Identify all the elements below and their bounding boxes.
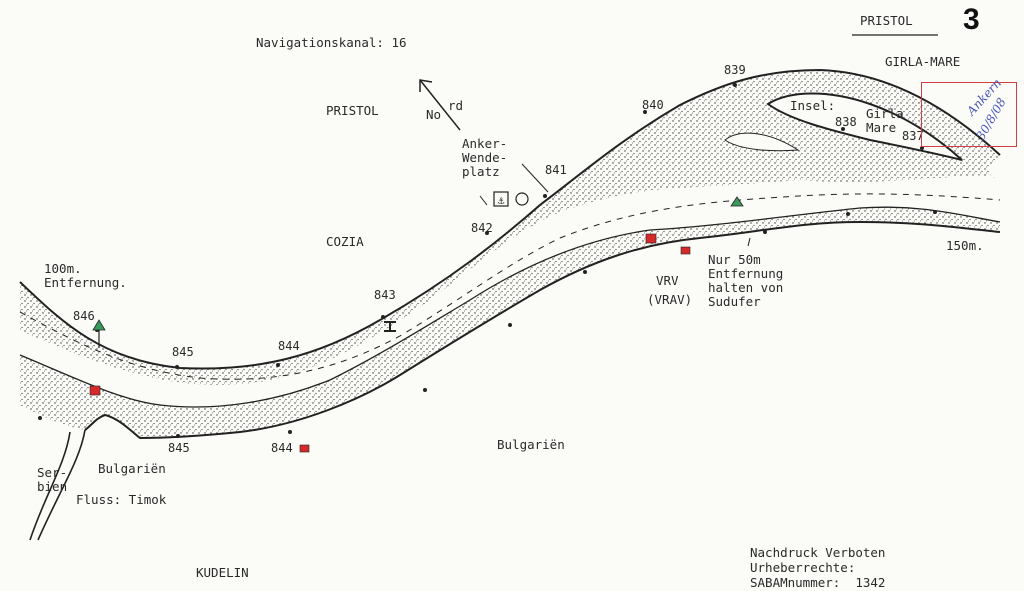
place-serbien: Ser- bien xyxy=(37,465,68,494)
keep-distance-note: Nur 50m Entfernung halten von Sudufer xyxy=(708,252,784,309)
north-channel-edge xyxy=(19,206,1001,408)
km-marker: 842 xyxy=(471,221,493,235)
chart-place-title: PRISTOL xyxy=(860,13,913,28)
km-marker: 838 xyxy=(835,115,857,129)
north-label-rd: rd xyxy=(448,98,464,113)
km-marker: 845 xyxy=(168,441,190,455)
place-cozia: COZIA xyxy=(326,234,364,249)
pointer-arrows xyxy=(479,163,751,247)
footer-reprint-note: Nachdruck Verboten xyxy=(750,545,886,560)
km-marker: 839 xyxy=(724,63,746,77)
island-label: Insel: xyxy=(790,98,836,113)
red-marker-icon xyxy=(89,233,691,453)
north-arrow xyxy=(419,79,461,131)
bollard-icon xyxy=(384,321,396,332)
north-shoreline xyxy=(19,68,1001,370)
island-name: Girla Mare xyxy=(866,106,904,135)
footer-copyright: Urheberrechte: xyxy=(750,560,856,575)
km-marker: 840 xyxy=(642,98,664,112)
km-marker: 845 xyxy=(172,345,194,359)
anchor-turn-label: Anker- Wende- platz xyxy=(462,136,508,179)
km-marker: 846 xyxy=(73,309,95,323)
km-ticks xyxy=(38,83,937,438)
place-bulgarien-left: Bulgariën xyxy=(98,461,166,476)
river-timok-label: Fluss: Timok xyxy=(76,492,167,507)
navigation-channel-label: Navigationskanal: 16 xyxy=(256,35,407,50)
km-marker: 843 xyxy=(374,288,396,302)
island-girla-mare xyxy=(766,92,963,161)
km-marker: 844 xyxy=(271,441,293,455)
island-pond xyxy=(724,132,800,152)
south-bank-sandbank xyxy=(20,207,1000,438)
svg-text:⚓: ⚓ xyxy=(497,194,505,207)
place-kudelin: KUDELIN xyxy=(196,565,249,580)
place-pristol: PRISTOL xyxy=(326,103,379,118)
distance-100m: 100m. Entfernung. xyxy=(44,261,127,290)
south-shoreline xyxy=(84,220,1001,440)
vrv-label: VRV xyxy=(656,273,679,288)
vrav-label: (VRAV) xyxy=(647,292,693,307)
footer-sabam-number: SABAMnummer: 1342 xyxy=(750,575,886,590)
km-marker: 841 xyxy=(545,163,567,177)
distance-150m: 150m. xyxy=(946,238,984,253)
km-marker: 837 xyxy=(902,129,924,143)
place-girla-mare: GIRLA-MARE xyxy=(885,54,961,69)
km-marker: 844 xyxy=(278,339,300,353)
green-buoy-icon xyxy=(92,196,744,348)
highlight-box xyxy=(921,82,1017,147)
north-label-no: No xyxy=(426,107,442,122)
timok-river xyxy=(29,429,86,541)
anchor-icon: ⚓ xyxy=(493,191,509,207)
turn-icon xyxy=(515,192,529,206)
place-bulgarien-bank: Bulgariën xyxy=(497,437,565,452)
page-number: 3 xyxy=(963,3,980,36)
